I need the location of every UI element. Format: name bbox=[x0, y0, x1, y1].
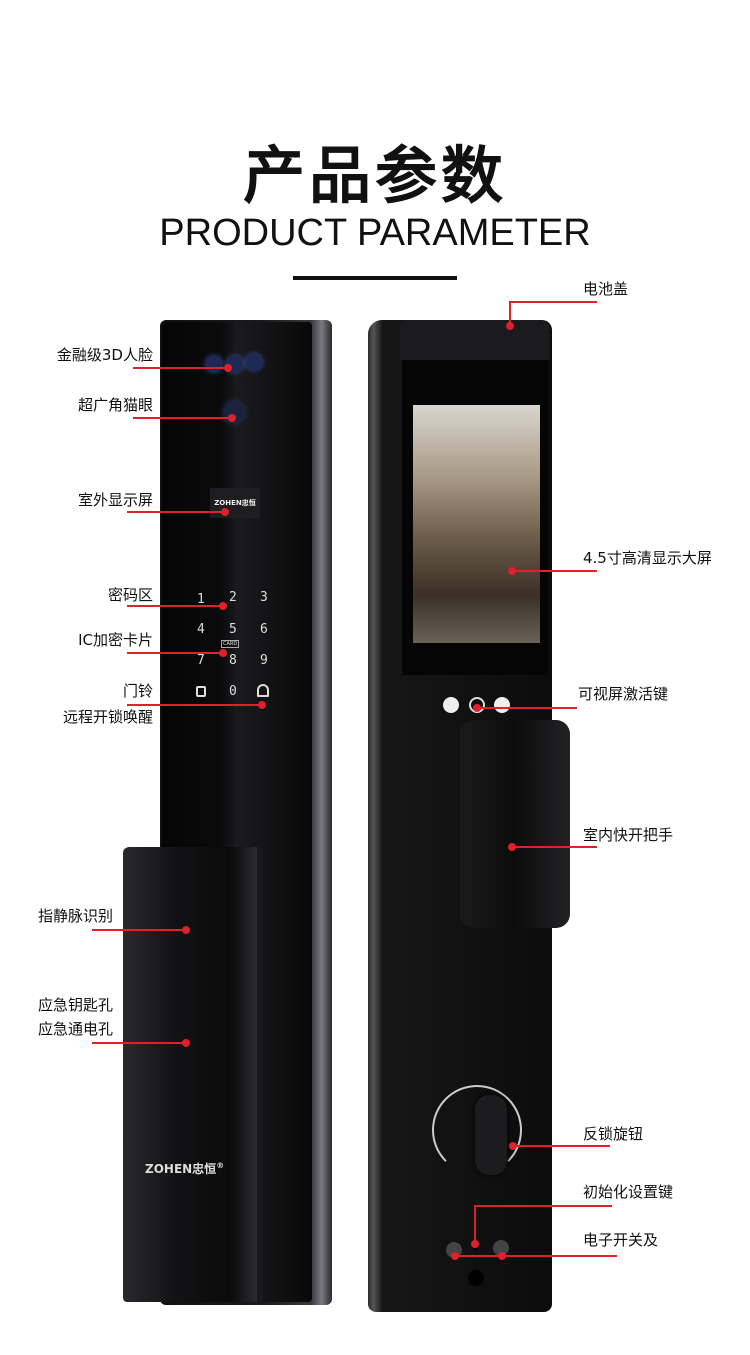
indoor-screen bbox=[413, 405, 540, 643]
face-sensor-icon bbox=[246, 354, 262, 370]
callout-dot bbox=[219, 602, 227, 610]
key-9[interactable]: 9 bbox=[260, 653, 268, 668]
key-3[interactable]: 3 bbox=[260, 590, 268, 605]
title-divider bbox=[293, 276, 457, 280]
lock-key-icon[interactable] bbox=[196, 686, 206, 697]
callout-line bbox=[127, 704, 262, 706]
callout-dot bbox=[498, 1252, 506, 1260]
prev-button-icon[interactable] bbox=[443, 697, 459, 713]
callout-line bbox=[475, 1205, 612, 1207]
label-doorbell: 门铃 bbox=[122, 682, 153, 700]
label-screen-activate: 可视屏激活键 bbox=[578, 685, 669, 703]
callout-dot bbox=[508, 567, 516, 575]
next-button-icon[interactable] bbox=[494, 697, 510, 713]
callout-dot bbox=[219, 649, 227, 657]
label-ic-card: IC加密卡片 bbox=[78, 631, 153, 649]
callout-line bbox=[127, 605, 223, 607]
callout-dot bbox=[451, 1252, 459, 1260]
label-peephole: 超广角猫眼 bbox=[77, 396, 153, 414]
key-6[interactable]: 6 bbox=[260, 622, 268, 637]
screen-activate-button[interactable] bbox=[469, 697, 485, 713]
label-keypad: 密码区 bbox=[107, 586, 153, 604]
key-1[interactable]: 1 bbox=[197, 592, 205, 607]
lock-switch-icon[interactable] bbox=[493, 1240, 509, 1256]
callout-line bbox=[127, 511, 225, 513]
callout-line bbox=[133, 417, 232, 419]
label-outdoor-screen: 室外显示屏 bbox=[77, 491, 153, 509]
callout-line bbox=[133, 367, 228, 369]
page-title: 产品参数 bbox=[242, 139, 507, 212]
callout-dot bbox=[509, 1142, 517, 1150]
callout-dot bbox=[258, 701, 266, 709]
front-handle[interactable] bbox=[123, 847, 263, 1302]
callout-dot bbox=[182, 926, 190, 934]
callout-dot bbox=[224, 364, 232, 372]
callout-dot bbox=[182, 1039, 190, 1047]
callout-line bbox=[474, 1205, 476, 1243]
callout-line bbox=[512, 846, 597, 848]
callout-dot bbox=[508, 843, 516, 851]
indoor-handle[interactable] bbox=[460, 720, 570, 928]
label-battery-cover: 电池盖 bbox=[583, 280, 629, 298]
key-8[interactable]: 8 bbox=[229, 653, 237, 668]
doorbell-icon[interactable] bbox=[257, 684, 269, 697]
callout-dot bbox=[228, 414, 236, 422]
emergency-hole bbox=[468, 1270, 484, 1286]
key-4[interactable]: 4 bbox=[197, 622, 205, 637]
label-electronic-switch: 电子开关及 bbox=[583, 1231, 659, 1249]
battery-cover[interactable] bbox=[400, 320, 550, 360]
card-zone-mark: CARD bbox=[221, 640, 240, 648]
key-5[interactable]: 5 bbox=[229, 622, 237, 637]
callout-line bbox=[127, 652, 223, 654]
label-face: 金融级3D人脸 bbox=[56, 346, 153, 364]
label-lock-knob: 反锁旋钮 bbox=[583, 1125, 644, 1143]
label-indoor-handle: 室内快开把手 bbox=[583, 826, 674, 844]
callout-line bbox=[509, 301, 511, 325]
key-7[interactable]: 7 bbox=[197, 653, 205, 668]
label-finger-vein: 指静脉识别 bbox=[37, 907, 113, 925]
label-big-screen: 4.5寸高清显示大屏 bbox=[583, 549, 712, 567]
label-emergency-key: 应急钥匙孔 bbox=[37, 996, 113, 1014]
callout-dot bbox=[506, 322, 514, 330]
callout-dot bbox=[221, 508, 229, 516]
callout-line bbox=[512, 570, 597, 572]
outdoor-display: ZOHEN忠恒 bbox=[210, 488, 260, 518]
callout-dot bbox=[473, 704, 481, 712]
label-reset-key: 初始化设置键 bbox=[583, 1183, 674, 1201]
label-remote-wake: 远程开锁唤醒 bbox=[62, 708, 153, 726]
knob-arc bbox=[432, 1085, 522, 1175]
face-sensor-icon bbox=[206, 356, 222, 372]
callout-line bbox=[513, 1145, 610, 1147]
callout-line bbox=[92, 929, 186, 931]
callout-line bbox=[510, 301, 597, 303]
callout-dot bbox=[471, 1240, 479, 1248]
label-emergency-power: 应急通电孔 bbox=[37, 1020, 113, 1038]
callout-line bbox=[455, 1255, 617, 1257]
key-0[interactable]: 0 bbox=[229, 684, 237, 699]
callout-line bbox=[92, 1042, 186, 1044]
handle-brand-logo: ZOHEN忠恒® bbox=[145, 1161, 225, 1176]
page-subtitle: PRODUCT PARAMETER bbox=[159, 212, 591, 254]
key-2[interactable]: 2 bbox=[229, 590, 237, 605]
lock-knob[interactable] bbox=[475, 1095, 507, 1175]
callout-line bbox=[477, 707, 577, 709]
